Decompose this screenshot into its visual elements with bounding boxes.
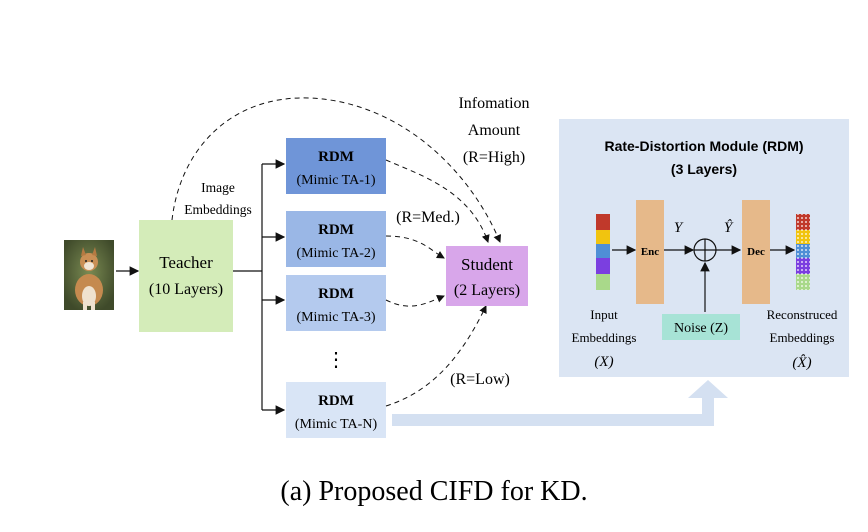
rdm-ellipsis: ⋮ <box>326 349 346 371</box>
rdm-expand-arrow <box>392 380 728 426</box>
info-amount-line1: Infomation <box>458 95 529 112</box>
input-label-line2: Embeddings <box>572 330 637 345</box>
student-subtitle: (2 Layers) <box>454 282 520 299</box>
panel-title-line2: (3 Layers) <box>671 161 737 177</box>
enc-label: Enc <box>641 246 659 258</box>
teacher-subtitle: (10 Layers) <box>149 281 223 298</box>
student-box <box>446 246 528 306</box>
noise-box <box>662 314 740 340</box>
r-med-label: (R=Med.) <box>396 209 460 226</box>
teacher-box <box>139 220 233 332</box>
figure-caption: (a) Proposed CIFD for KD. <box>280 476 587 507</box>
image-embeddings-line1: Image <box>201 180 235 195</box>
info-amount-line2: Amount <box>468 122 521 139</box>
r-low-label: (R=Low) <box>450 371 510 388</box>
input-label-line3: (X) <box>594 354 613 370</box>
encoder-block <box>636 200 664 304</box>
sum-node <box>693 238 717 262</box>
input-label-line1: Input <box>590 307 618 322</box>
reconstructed-embedding-bar <box>796 214 810 290</box>
r-high-label: (R=High) <box>463 149 525 166</box>
image-embeddings-line2: Embeddings <box>184 202 252 217</box>
rdm-1-title: RDM <box>318 149 354 165</box>
recon-label-line1: Reconstruced <box>767 307 838 322</box>
rdm-n-title: RDM <box>318 393 354 409</box>
rdm-to-student-arrows <box>385 159 490 407</box>
rdm-n-subtitle: (Mimic TA-N) <box>295 417 378 432</box>
teacher-title: Teacher <box>159 253 213 272</box>
input-image <box>64 240 114 310</box>
dec-label: Dec <box>747 246 765 258</box>
rdm-block-2: RDM (Mimic TA-2) <box>286 211 386 267</box>
rdm-1-subtitle: (Mimic TA-1) <box>296 173 375 188</box>
teacher-branch-lines <box>233 159 286 415</box>
y-label: Y <box>674 220 684 236</box>
rdm-block-n: RDM (Mimic TA-N) <box>286 382 386 438</box>
yhat-label: Ŷ <box>724 219 734 236</box>
rdm-block-1: RDM (Mimic TA-1) <box>286 138 386 194</box>
recon-label-line2: Embeddings <box>770 330 835 345</box>
recon-label-line3: (X̂) <box>792 355 811 371</box>
input-embedding-bar <box>596 214 610 290</box>
decoder-block <box>742 200 770 304</box>
student-title: Student <box>461 255 513 274</box>
noise-label: Noise (Z) <box>674 321 728 336</box>
rdm-3-subtitle: (Mimic TA-3) <box>296 310 375 325</box>
rdm-2-subtitle: (Mimic TA-2) <box>296 246 375 261</box>
panel-title-line1: Rate-Distortion Module (RDM) <box>604 138 803 154</box>
rdm-block-3: RDM (Mimic TA-3) <box>286 275 386 331</box>
rdm-2-title: RDM <box>318 222 354 238</box>
teacher-to-student-dashed-arrow <box>171 97 501 243</box>
rdm-3-title: RDM <box>318 286 354 302</box>
